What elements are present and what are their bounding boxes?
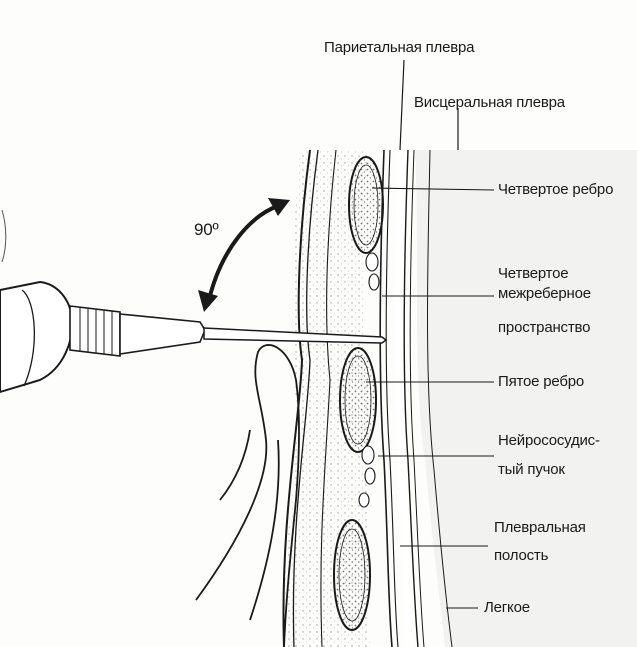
- fifth-rib-shape: [340, 348, 376, 452]
- parietal-pleura-leader: [400, 60, 404, 150]
- pleural-cavity-label-line1: Плевральная: [494, 518, 586, 538]
- angle-label: 90º: [194, 220, 219, 240]
- fourth-intercostal-label-line3: пространство: [498, 318, 590, 338]
- neurovascular-label-line2: тый пучок: [498, 460, 565, 480]
- parietal-pleura-label: Париетальная плевра: [324, 38, 474, 58]
- pleural-cavity-label-line2: полость: [494, 546, 548, 566]
- fourth-intercostal-label-line1: Четвертое: [498, 264, 568, 284]
- angle-arrow: [198, 198, 290, 312]
- lung-tissue: [415, 150, 637, 647]
- fourth-rib-shape: [349, 157, 383, 253]
- left-edge-mark: [2, 210, 6, 262]
- lung-label: Легкое: [484, 598, 530, 618]
- neurovascular-label-line1: Нейрососудис-: [498, 431, 600, 451]
- fifth-rib-label: Пятое ребро: [498, 372, 584, 392]
- fourth-rib-label: Четвертое ребро: [498, 180, 613, 200]
- lower-rib-shape: [334, 520, 370, 630]
- fourth-intercostal-label-line2: межреберное: [498, 284, 591, 304]
- visceral-pleura-label: Висцеральная плевра: [414, 93, 565, 113]
